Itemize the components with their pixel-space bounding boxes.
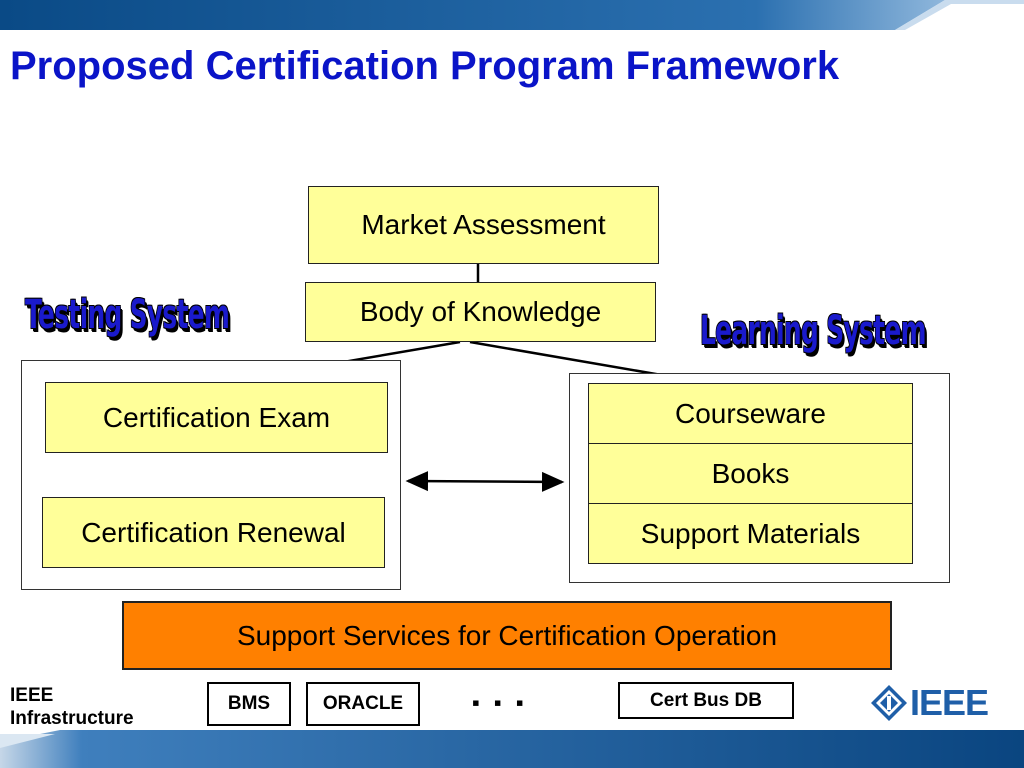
books-box: Books — [588, 443, 913, 504]
body-of-knowledge-box: Body of Knowledge — [305, 282, 656, 342]
courseware-box: Courseware — [588, 383, 913, 444]
ellipsis-marks: ▪ ▪ ▪ — [472, 690, 528, 715]
learning-system-label: Learning System — [700, 308, 926, 354]
ieee-diamond-icon — [871, 685, 907, 721]
infrastructure-label-line1: IEEE — [10, 685, 54, 706]
support-services-label: Support Services for Certification Opera… — [236, 619, 778, 651]
double-arrow-testing-learning — [405, 471, 565, 492]
oracle-box: ORACLE — [306, 682, 420, 726]
bms-label: BMS — [227, 693, 271, 714]
top-decorative-band — [0, 0, 1024, 30]
certification-renewal-label: Certification Renewal — [81, 516, 346, 548]
certification-exam-box: Certification Exam — [45, 382, 388, 453]
oracle-label: ORACLE — [322, 693, 404, 714]
certification-exam-label: Certification Exam — [102, 401, 331, 433]
slide-title: Proposed Certification Program Framework — [10, 44, 840, 88]
ieee-logo-text: IEEE — [910, 682, 989, 723]
ieee-logo: IEEE — [870, 680, 1000, 724]
ieee-infrastructure-label: IEEE Infrastructure — [10, 684, 134, 730]
market-assessment-label: Market Assessment — [361, 209, 606, 240]
support-services-box: Support Services for Certification Opera… — [122, 601, 892, 670]
cert-bus-db-box: Cert Bus DB — [618, 682, 794, 719]
testing-system-label: Testing System — [25, 292, 230, 338]
infrastructure-label-line2: Infrastructure — [10, 708, 134, 729]
books-label: Books — [711, 457, 790, 489]
support-materials-box: Support Materials — [588, 503, 913, 564]
cert-bus-db-label: Cert Bus DB — [650, 689, 762, 711]
market-assessment-box: Market Assessment — [308, 186, 659, 264]
bms-box: BMS — [207, 682, 291, 726]
support-materials-label: Support Materials — [640, 517, 861, 549]
certification-renewal-box: Certification Renewal — [42, 497, 385, 568]
body-of-knowledge-label: Body of Knowledge — [359, 296, 602, 327]
bottom-decorative-band — [0, 730, 1024, 768]
courseware-label: Courseware — [675, 397, 826, 429]
